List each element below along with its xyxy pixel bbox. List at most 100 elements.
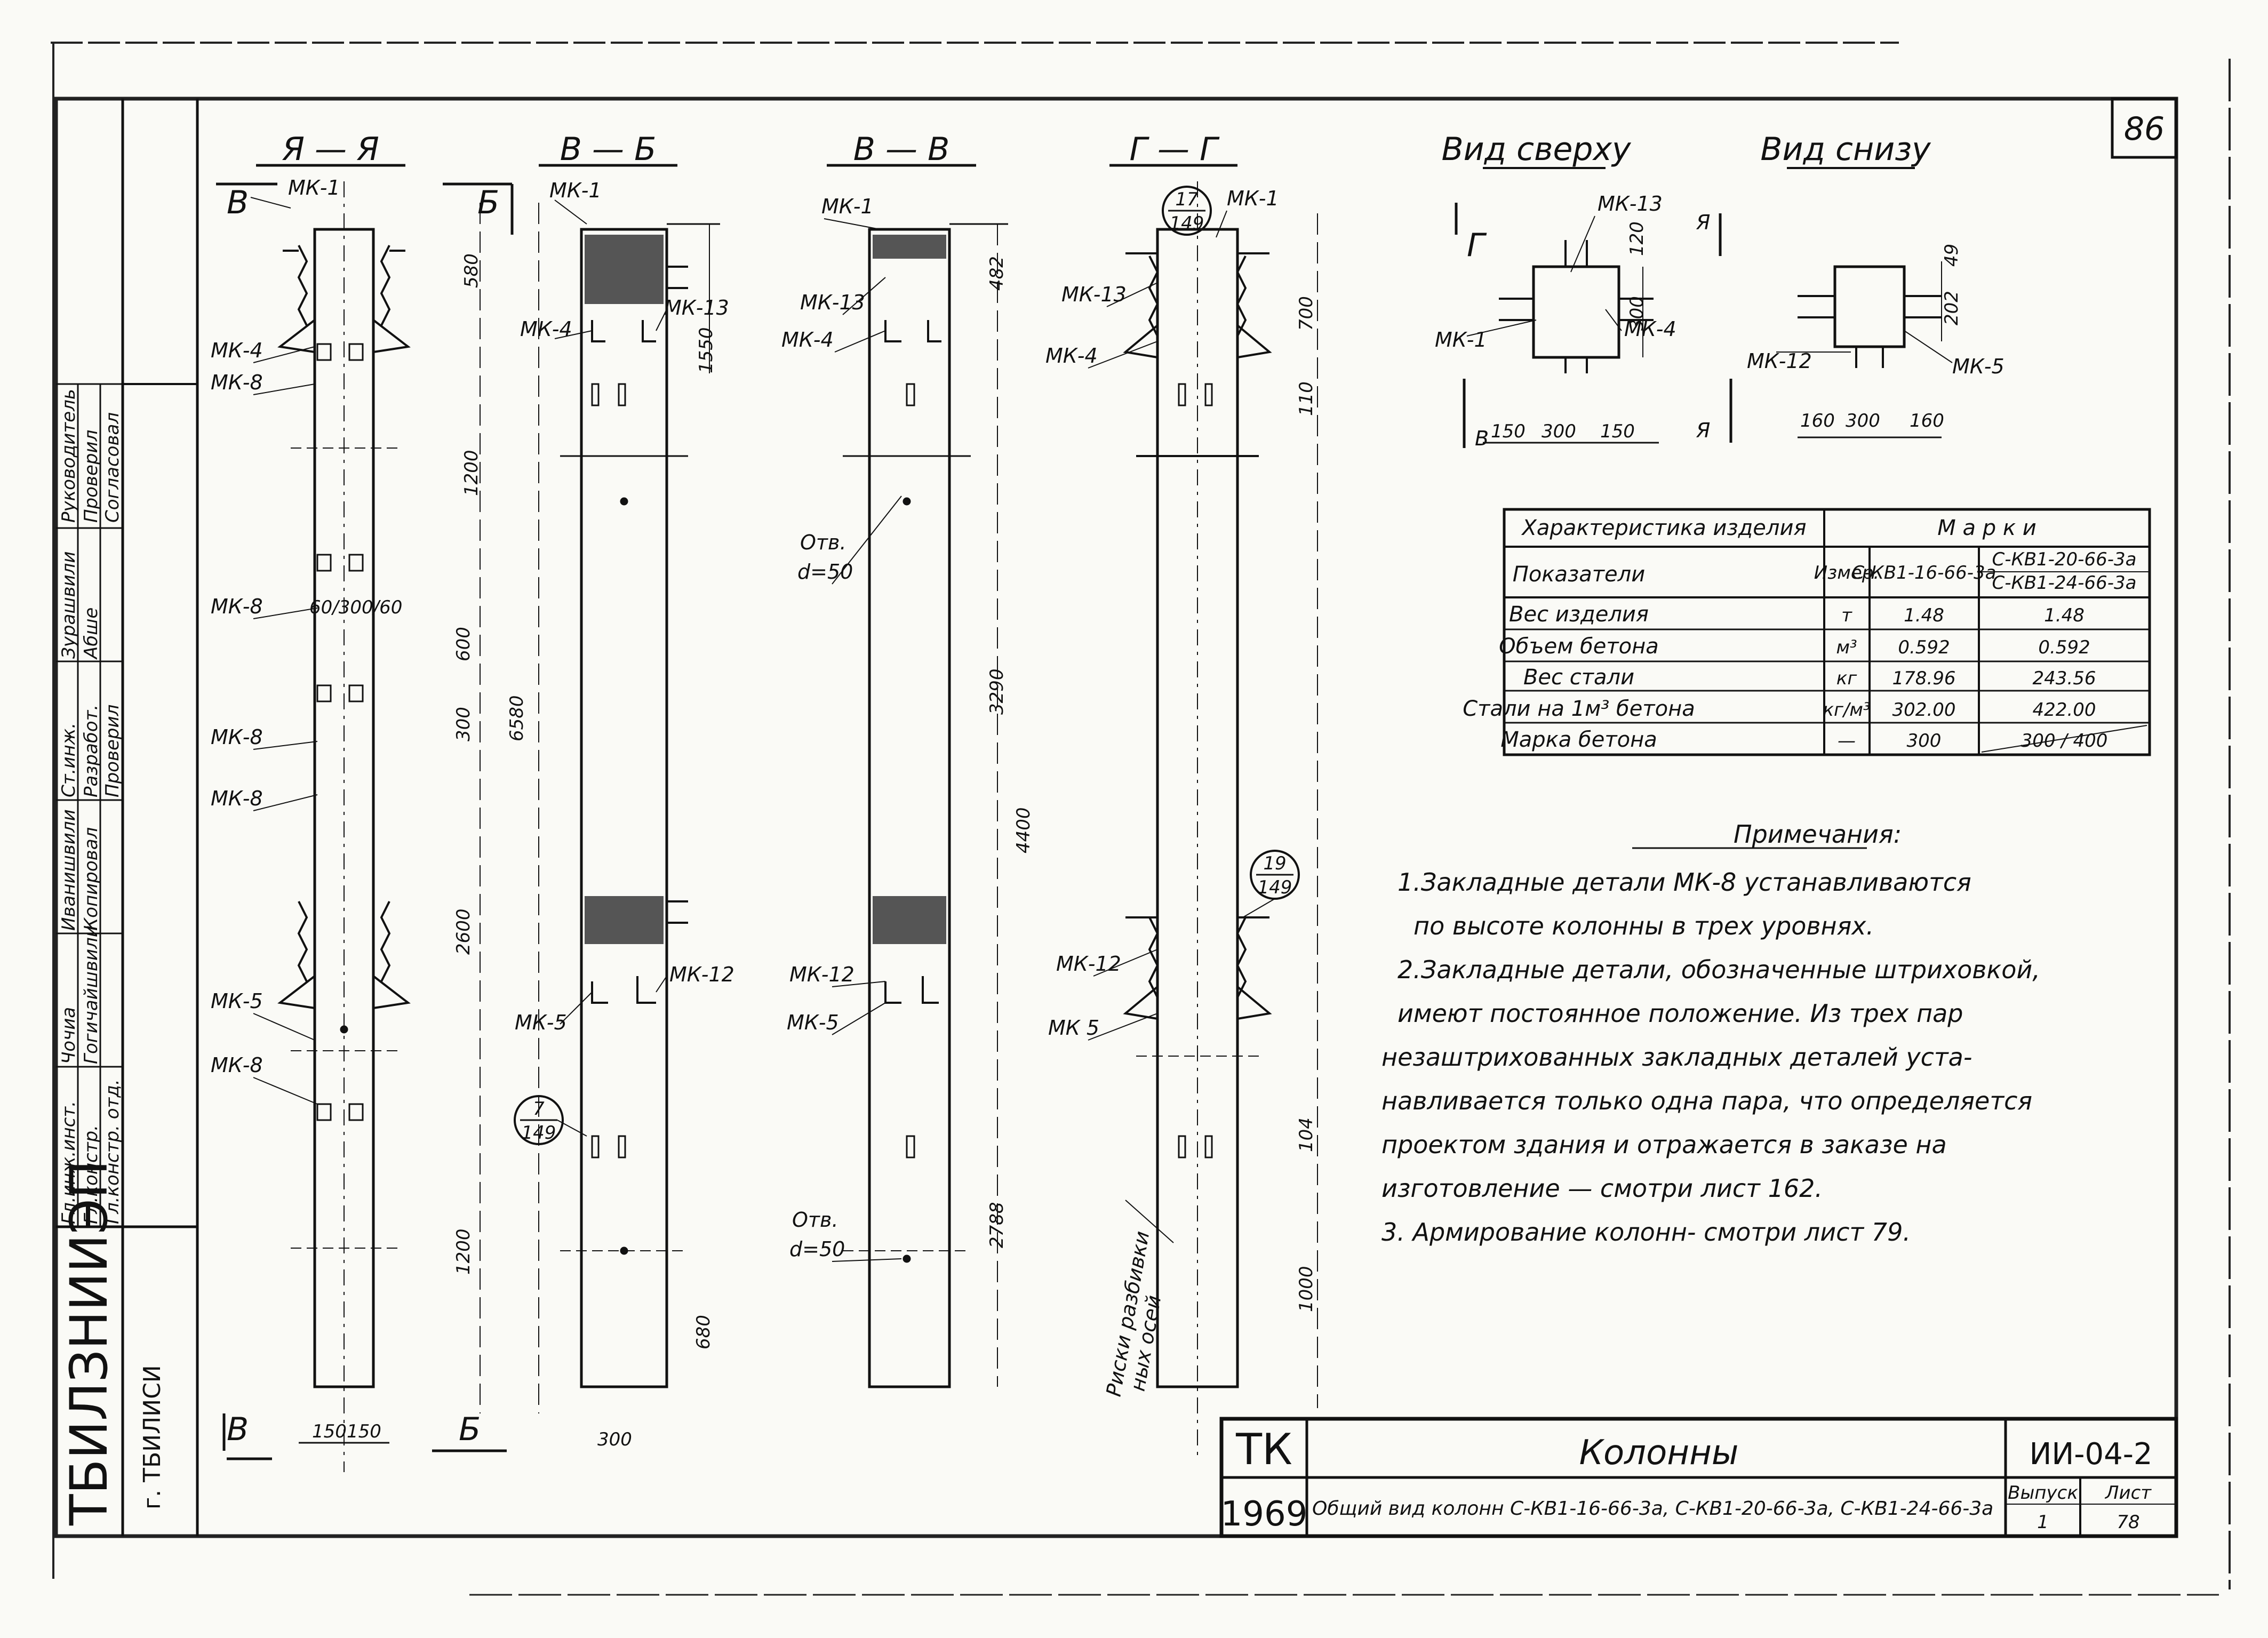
part-label: МК 5 xyxy=(1048,1016,1099,1040)
sheet-frame xyxy=(51,42,2231,1596)
spec-table: Характеристика изделия М а р к и Показат… xyxy=(1463,508,2151,756)
view-bottom: Вид снизу МК-12 МК-5 160 300 160 202 49 … xyxy=(1696,131,2005,443)
part-label: МК-12 xyxy=(669,963,734,986)
series-code: ТК xyxy=(1235,1425,1292,1474)
table-cell-param: Вес стали xyxy=(1523,665,1634,690)
callout-bottom: 149 xyxy=(1258,877,1292,898)
section-vv-title: В — В xyxy=(853,131,949,168)
part-label: МК-1 xyxy=(288,176,340,199)
cut-marker: Б xyxy=(459,1411,481,1448)
dim-label: 120 xyxy=(1626,221,1648,256)
drawing-title: Колонны xyxy=(1579,1433,1739,1473)
dim-label: 150 xyxy=(1491,421,1526,442)
dim-label: 600 xyxy=(453,627,474,661)
part-label: МК-1 xyxy=(1435,328,1487,351)
org-name: ТБИЛЗНИИЭП xyxy=(59,1160,119,1526)
table-cell-value: 302.00 xyxy=(1892,699,1956,721)
dim-label: 3290 xyxy=(986,668,1008,715)
table-cell-unit: — xyxy=(1838,730,1856,752)
part-label: МК-12 xyxy=(1056,952,1121,976)
view-top-title: Вид сверху xyxy=(1441,131,1632,168)
dim-label: 300 xyxy=(453,707,474,741)
part-label: МК-5 xyxy=(515,1011,567,1034)
dim-label: 2600 xyxy=(453,908,474,955)
dim-label: 300 xyxy=(1542,421,1576,442)
table-header: Характеристика изделия xyxy=(1521,516,1806,540)
dim-label: 160 xyxy=(1800,410,1835,432)
part-label: МК-4 xyxy=(1624,317,1676,341)
part-label: МК-1 xyxy=(821,195,874,218)
dim-label: 202 xyxy=(1941,291,1962,325)
table-cell-value: 178.96 xyxy=(1892,668,1956,689)
dim-label: 1550 xyxy=(696,327,717,373)
note-line: навливается только одна пара, что опреде… xyxy=(1381,1086,2032,1115)
table-cell-unit: м³ xyxy=(1836,637,1857,658)
part-label: МК-13 xyxy=(1598,192,1663,215)
note-line: 1.Закладные детали МК-8 устанавливаются xyxy=(1397,868,1971,897)
part-label: МК-5 xyxy=(1952,355,2005,378)
view-bottom-title: Вид снизу xyxy=(1760,131,1931,168)
hole-label: d=50 xyxy=(789,1237,845,1261)
dim-label: 60/300/60 xyxy=(309,597,402,618)
cut-marker: Г xyxy=(1467,227,1487,264)
page-number-box: 86 xyxy=(2111,97,2178,159)
hole-label: d=50 xyxy=(797,560,853,584)
table-cell-param: Вес изделия xyxy=(1509,602,1649,627)
note-line: 3. Армирование колонн- смотри лист 79. xyxy=(1381,1218,1911,1247)
table-col-header: Показатели xyxy=(1513,562,1645,587)
table-cell-param: Стали на 1м³ бетона xyxy=(1463,697,1695,721)
note-line: проектом здания и отражается в заказе на xyxy=(1381,1130,1947,1159)
stamp-name: Иванишвили xyxy=(58,809,79,931)
cut-marker: Я xyxy=(1696,419,1710,442)
note-line: 2.Закладные детали, обозначенные штрихов… xyxy=(1397,955,2040,984)
table-col-header: Измер. xyxy=(1814,562,1879,584)
part-label: МК-8 xyxy=(211,1053,263,1077)
part-label: МК-1 xyxy=(549,179,602,202)
part-label: МК-5 xyxy=(211,989,263,1013)
cut-marker: Б xyxy=(477,184,499,221)
year: 1969 xyxy=(1221,1495,1308,1534)
note-line: имеют постоянное положение. Из трех пар xyxy=(1397,999,1963,1028)
stamp-name: Абше xyxy=(81,608,102,660)
callout-bottom: 149 xyxy=(1170,213,1204,234)
table-cell-value: 0.592 xyxy=(1898,637,1950,658)
section-bb-title: В — Б xyxy=(560,131,656,168)
page-number: 86 xyxy=(2124,110,2165,148)
stamp-role: Проверил xyxy=(102,705,123,797)
cut-marker: В xyxy=(227,184,249,221)
issue-label: Выпуск xyxy=(2008,1482,2078,1504)
callout-top: 7 xyxy=(533,1098,545,1120)
part-label: МК-8 xyxy=(211,725,263,749)
dim-label: 110 xyxy=(1296,381,1317,416)
table-cell-value: 300 xyxy=(1907,730,1942,752)
section-gg-title: Г — Г xyxy=(1130,131,1220,168)
stamp-role: Ст.инж. xyxy=(58,723,79,797)
part-label: МК-4 xyxy=(520,317,572,341)
dim-label: 680 xyxy=(693,1315,714,1349)
part-label: МК-1 xyxy=(1227,187,1279,210)
title-block: ТК 1969 Колонны Общий вид колонн С-КВ1-1… xyxy=(1219,1417,2178,1538)
dim-label: 104 xyxy=(1296,1117,1317,1152)
table-cell-value: 0.592 xyxy=(2038,637,2090,658)
stamp-role: Гл.констр. xyxy=(81,1125,102,1224)
dim-label: 700 xyxy=(1296,296,1317,331)
part-label: МК-4 xyxy=(781,328,834,351)
notes-block: Примечания: 1.Закладные детали МК-8 уста… xyxy=(1381,820,2040,1247)
part-label: МК-4 xyxy=(211,339,263,362)
dim-label: 49 xyxy=(1941,244,1962,267)
part-label: МК-13 xyxy=(800,291,865,314)
dim-label: 482 xyxy=(986,256,1008,291)
note-line: изготовление — смотри лист 162. xyxy=(1381,1174,1823,1203)
part-label: МК-13 xyxy=(664,296,729,319)
part-label: МК-4 xyxy=(1045,344,1098,367)
table-cell-value: 1.48 xyxy=(1904,605,1944,626)
table-cell-unit: кг xyxy=(1836,668,1858,689)
part-label: МК-5 xyxy=(787,1011,839,1034)
table-cell-value: 300 / 400 xyxy=(2021,730,2108,752)
dim-label: 1000 xyxy=(1296,1266,1317,1312)
callout-bottom: 149 xyxy=(522,1122,556,1144)
dim-label: 160 xyxy=(1910,410,1944,432)
note-line: незаштрихованных закладных деталей уста- xyxy=(1381,1043,1972,1072)
callout-top: 19 xyxy=(1263,853,1286,874)
